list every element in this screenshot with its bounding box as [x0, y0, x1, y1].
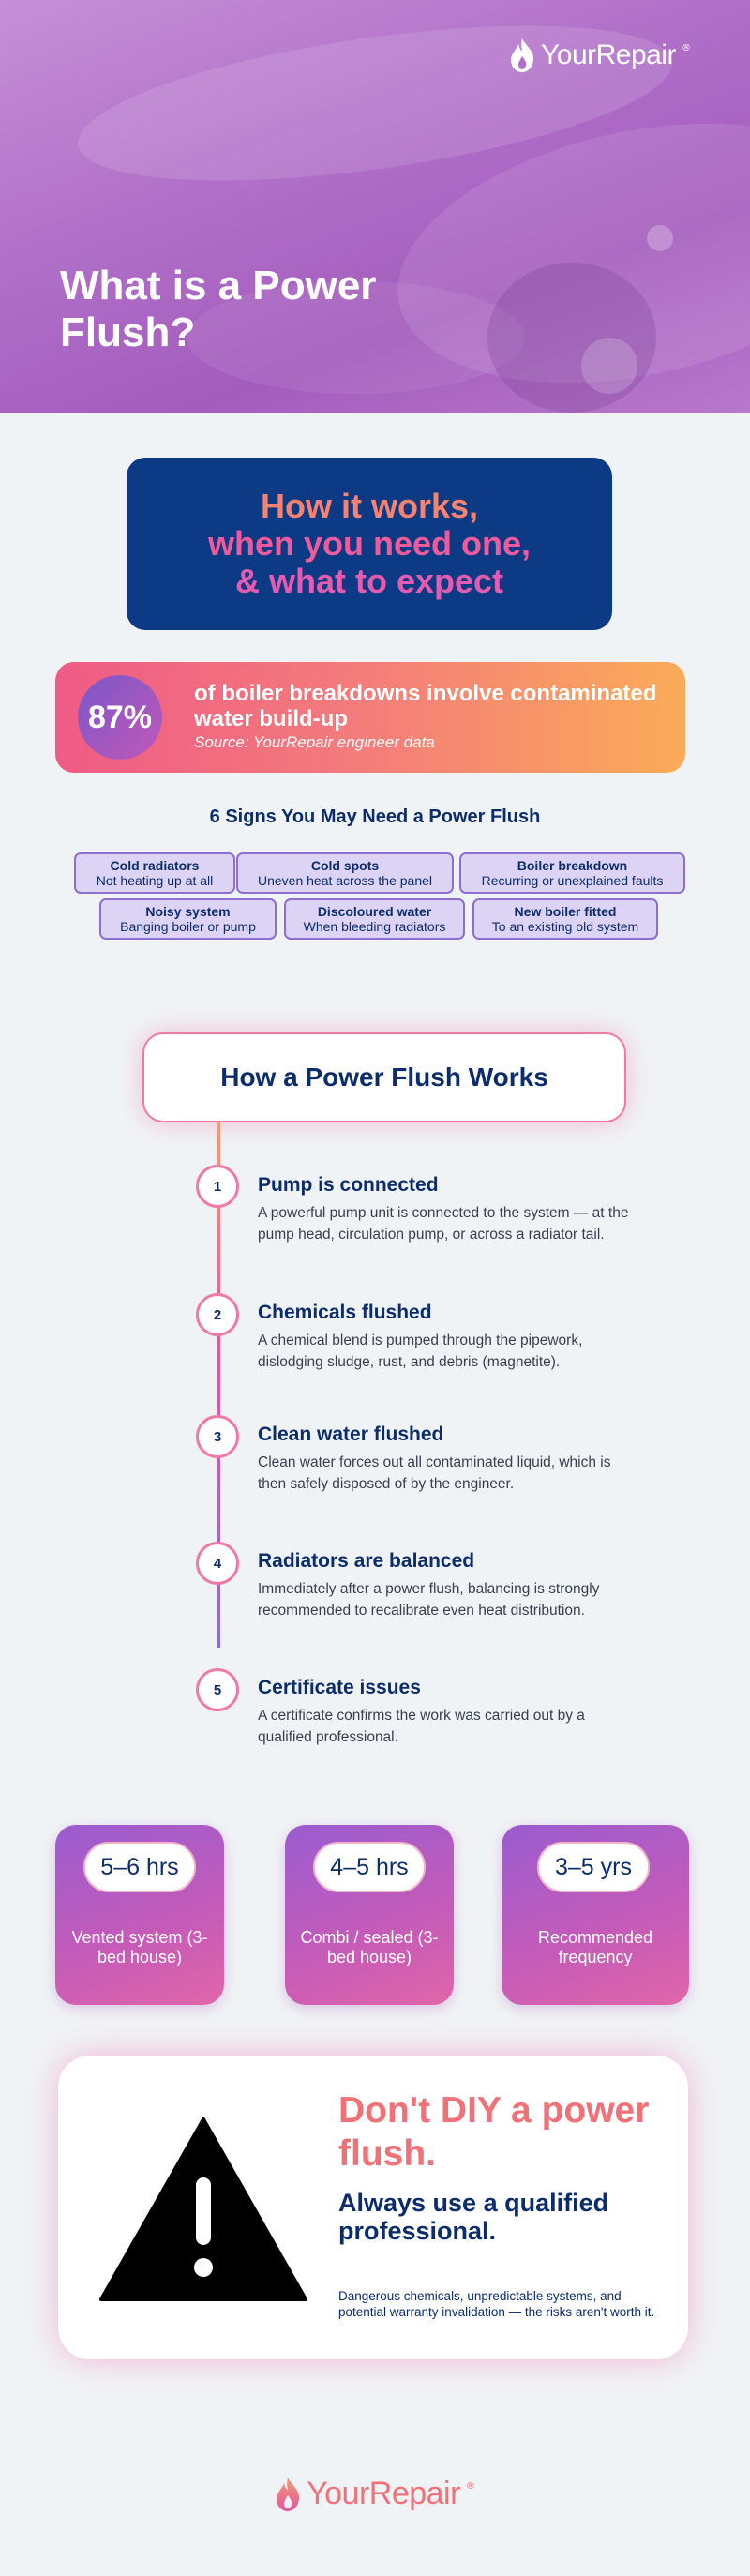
step-number: 3 — [213, 1428, 222, 1445]
step-item: Certificate issues A certificate confirm… — [258, 1677, 633, 1748]
stat-text-block: of boiler breakdowns involve contaminate… — [194, 681, 663, 752]
signs-heading: 6 Signs You May Need a Power Flush — [209, 806, 541, 827]
step-number-badge: 2 — [196, 1293, 239, 1336]
step-number: 1 — [213, 1178, 222, 1195]
sign-desc: Recurring or unexplained faults — [481, 873, 664, 888]
step-title: Clean water flushed — [258, 1424, 444, 1445]
duration-value: 4–5 hrs — [330, 1853, 409, 1880]
sign-desc: Uneven heat across the panel — [257, 873, 432, 888]
footer-logo[interactable]: YourRepair ® — [0, 2476, 750, 2512]
timeline-line — [217, 1122, 220, 1648]
duration-value: 3–5 yrs — [555, 1853, 632, 1880]
stat-bar: 87% of boiler breakdowns involve contami… — [55, 662, 685, 773]
stat-description: of boiler breakdowns involve contaminate… — [194, 681, 657, 731]
duration-value: 5–6 hrs — [100, 1853, 179, 1880]
duration-card: 3–5 yrs Recommended frequency — [502, 1825, 689, 2005]
sign-title: Discoloured water — [317, 904, 432, 919]
sign-title: Noisy system — [145, 904, 231, 919]
stat-source: Source: YourRepair engineer data — [194, 733, 435, 751]
works-heading-box: How a Power Flush Works — [142, 1032, 626, 1122]
intro-line-1: How it works, — [260, 487, 479, 525]
sign-title: Boiler breakdown — [517, 858, 628, 873]
step-item: Radiators are balanced Immediately after… — [258, 1550, 633, 1621]
step-description: A powerful pump unit is connected to the… — [258, 1205, 629, 1243]
step-description: Clean water forces out all contaminated … — [258, 1454, 611, 1492]
sign-tag: Cold spots Uneven heat across the panel — [236, 852, 454, 894]
sign-title: Cold radiators — [110, 858, 200, 873]
warning-triangle-icon — [99, 2117, 308, 2301]
sign-tag: New boiler fitted To an existing old sys… — [472, 898, 658, 940]
step-number-badge: 1 — [196, 1165, 239, 1208]
diy-warning-card: Don't DIY a power flush. Always use a qu… — [58, 2056, 688, 2359]
sign-tag: Noisy system Banging boiler or pump — [99, 898, 277, 940]
registered-mark: ® — [465, 2481, 475, 2492]
logo-text: YourRepair — [307, 2476, 460, 2511]
sign-tag: Cold radiators Not heating up at all — [74, 852, 235, 894]
intro-banner: How it works, when you need one, & what … — [127, 458, 612, 630]
step-number-badge: 5 — [196, 1668, 239, 1711]
water-splash — [488, 263, 656, 413]
step-description: A certificate confirms the work was carr… — [258, 1708, 585, 1745]
registered-mark: ® — [682, 43, 691, 53]
water-splash — [188, 281, 525, 394]
step-title: Pump is connected — [258, 1174, 439, 1196]
step-number: 4 — [213, 1555, 222, 1572]
step-number: 5 — [213, 1681, 222, 1698]
step-number: 2 — [213, 1306, 222, 1323]
water-droplet — [581, 338, 638, 394]
duration-card: 5–6 hrs Vented system (3-bed house) — [55, 1825, 224, 2005]
step-number-badge: 4 — [196, 1542, 239, 1585]
step-description: Immediately after a power flush, balanci… — [258, 1581, 600, 1619]
duration-label: Combi / sealed (3-bed house) — [300, 1928, 439, 1966]
step-title: Chemicals flushed — [258, 1302, 432, 1323]
duration-label: Recommended frequency — [537, 1928, 653, 1966]
flame-icon — [511, 38, 534, 72]
hero-banner: YourRepair ® What is a Power Flush? — [0, 0, 750, 413]
step-item: Pump is connected A powerful pump unit i… — [258, 1174, 633, 1245]
stat-value: 87% — [87, 699, 153, 735]
warning-subtitle: Always use a qualified professional. — [338, 2189, 609, 2245]
sign-desc: Not heating up at all — [96, 873, 214, 888]
duration-card: 4–5 hrs Combi / sealed (3-bed house) — [285, 1825, 454, 2005]
duration-pill: 5–6 hrs — [83, 1842, 196, 1892]
sign-tag: Discoloured water When bleeding radiator… — [284, 898, 465, 940]
step-item: Chemicals flushed A chemical blend is pu… — [258, 1302, 633, 1373]
duration-pill: 3–5 yrs — [537, 1842, 650, 1892]
sign-desc: To an existing old system — [491, 919, 639, 934]
works-heading: How a Power Flush Works — [220, 1062, 548, 1092]
sign-tag: Boiler breakdown Recurring or unexplaine… — [459, 852, 685, 894]
duration-label: Vented system (3-bed house) — [71, 1928, 208, 1966]
water-droplet — [647, 225, 673, 251]
sign-desc: When bleeding radiators — [303, 919, 446, 934]
step-description: A chemical blend is pumped through the p… — [258, 1333, 583, 1370]
sign-title: Cold spots — [310, 858, 380, 873]
page-title: What is a Power Flush? — [60, 263, 377, 355]
sign-title: New boiler fitted — [514, 904, 617, 919]
intro-line-2: when you need one, — [207, 524, 532, 563]
sign-desc: Banging boiler or pump — [120, 919, 256, 934]
stat-circle: 87% — [78, 675, 162, 760]
flame-icon — [277, 2477, 300, 2511]
header-logo[interactable]: YourRepair ® — [509, 38, 691, 73]
warning-title: Don't DIY a power flush. — [338, 2090, 650, 2174]
duration-pill: 4–5 hrs — [313, 1842, 426, 1892]
step-title: Radiators are balanced — [258, 1550, 475, 1572]
step-number-badge: 3 — [196, 1415, 239, 1458]
logo-text: YourRepair — [541, 39, 677, 70]
step-title: Certificate issues — [258, 1677, 421, 1698]
step-item: Clean water flushed Clean water forces o… — [258, 1424, 633, 1495]
intro-line-3: & what to expect — [234, 562, 504, 600]
warning-description: Dangerous chemicals, unpredictable syste… — [338, 2289, 655, 2319]
